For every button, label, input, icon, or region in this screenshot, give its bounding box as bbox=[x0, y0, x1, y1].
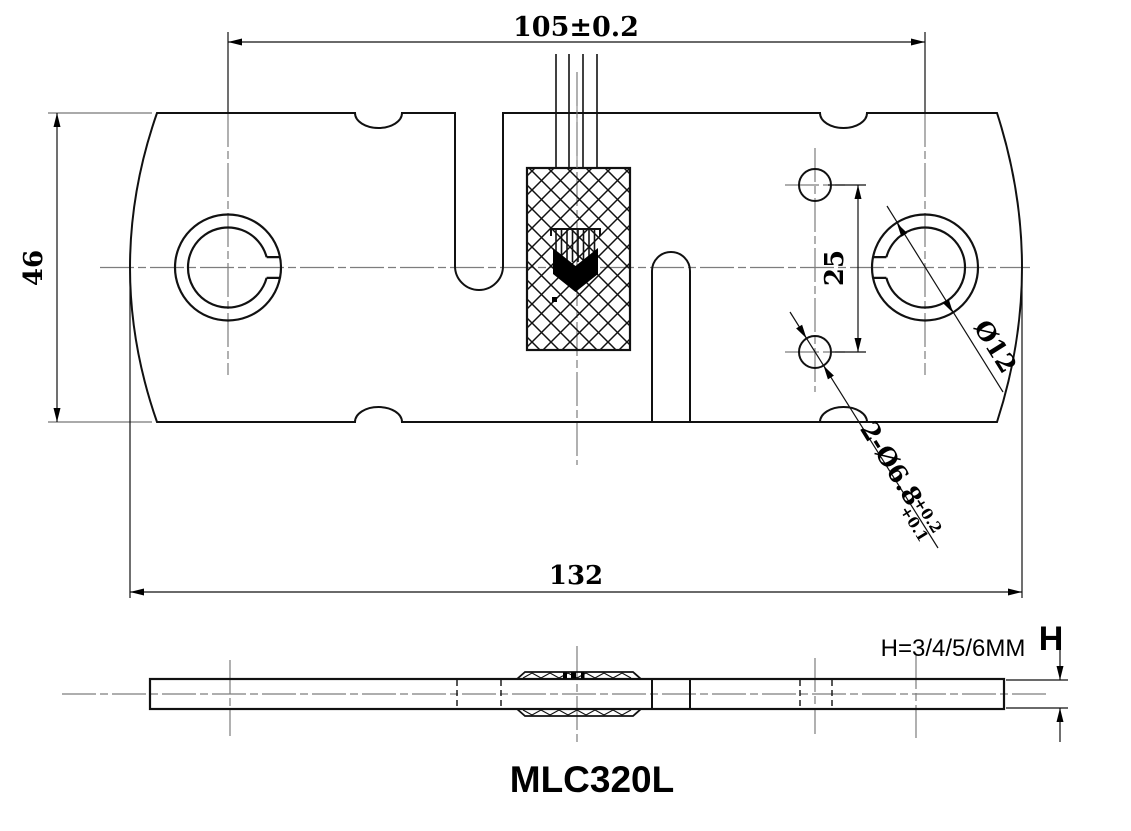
small-hole-bottom bbox=[798, 335, 832, 369]
dimension-25-label: 25 bbox=[820, 250, 850, 286]
left-mounting-ring bbox=[173, 213, 283, 322]
gauge-chevron bbox=[553, 248, 598, 292]
dimension-small-holes-label: 2-Ø6.8 +0.2 +0.1 bbox=[854, 416, 945, 545]
dimension-132 bbox=[129, 272, 1023, 598]
right-ring-outer-circle bbox=[870, 213, 980, 322]
right-ring-bore bbox=[885, 226, 967, 309]
dimension-dia12 bbox=[886, 205, 1004, 393]
dimension-46 bbox=[48, 112, 152, 423]
bottom-pad bbox=[516, 708, 642, 717]
dimension-132-label: 132 bbox=[549, 561, 603, 591]
dimension-25 bbox=[828, 184, 866, 353]
side-view-bar bbox=[148, 677, 1006, 711]
dimension-dia12-label: Ø12 bbox=[968, 315, 1023, 378]
model-title: MLC320L bbox=[510, 759, 674, 800]
side-view-gauge-pads bbox=[516, 671, 642, 717]
right-mounting-ring bbox=[870, 213, 980, 322]
dimension-H bbox=[1006, 650, 1068, 742]
dimension-small-holes bbox=[789, 311, 939, 549]
dimension-46-label: 46 bbox=[19, 250, 49, 286]
side-view-feature-lines bbox=[456, 680, 833, 708]
plan-view: 105±0.2 46 25 132 bbox=[19, 12, 1030, 598]
strain-gauge-area bbox=[525, 166, 632, 352]
wire-exit-marks bbox=[563, 672, 585, 679]
left-ring-keyway bbox=[266, 256, 280, 279]
top-pad bbox=[516, 671, 642, 680]
dimension-105-label: 105±0.2 bbox=[513, 12, 639, 43]
plate-outline bbox=[129, 112, 1023, 423]
thickness-note-label: H=3/4/5/6MM bbox=[881, 635, 1026, 662]
dimension-105 bbox=[227, 32, 926, 113]
left-ring-outer-circle bbox=[173, 213, 283, 322]
thickness-letter-label: H bbox=[1039, 620, 1064, 658]
small-holes-callout-text: 2-Ø6.8 bbox=[854, 416, 928, 510]
strain-gauge-symbol bbox=[550, 228, 601, 302]
right-ring-keyway bbox=[873, 256, 887, 279]
cable-wires bbox=[555, 54, 598, 168]
left-ring-bore bbox=[186, 226, 268, 309]
side-view: H H=3/4/5/6MM bbox=[62, 620, 1068, 742]
side-view-centerlines bbox=[62, 646, 1048, 742]
